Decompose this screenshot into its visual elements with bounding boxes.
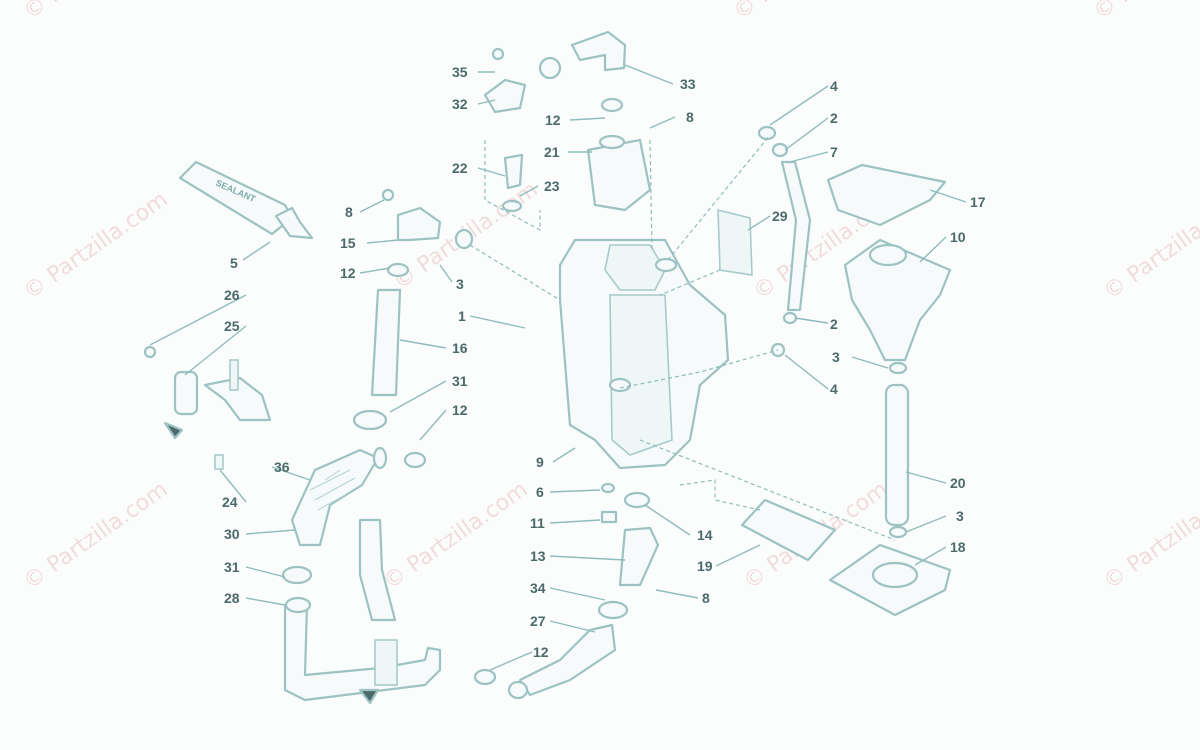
shaft-20 (884, 361, 910, 539)
callout-10: 10 (950, 229, 966, 245)
callout-4-top: 4 (830, 78, 838, 94)
hose-30 (290, 446, 427, 547)
callout-13: 13 (530, 548, 546, 564)
callout-3-bottom: 3 (956, 508, 964, 524)
callout-12-top: 12 (545, 112, 561, 128)
watermark-9: © Partzilla.com (19, 0, 172, 25)
bracket-assembly (143, 345, 272, 470)
watermark-1: © Partzilla.com (19, 187, 172, 305)
callout-27: 27 (530, 613, 546, 629)
callout-35: 35 (452, 64, 468, 80)
callout-2-bottom: 2 (830, 316, 838, 332)
callout-labels: 35 32 12 33 8 21 22 23 8 15 12 3 5 16 31… (222, 64, 986, 660)
gasket-29 (717, 208, 753, 276)
callout-31-bottom: 31 (224, 559, 240, 575)
right-tube (757, 125, 812, 358)
callout-3-left: 3 (456, 276, 464, 292)
unit-10 (843, 238, 952, 362)
watermark-5: © Partzilla.com (19, 477, 172, 595)
watermark-11: © Partzilla.com (1089, 0, 1200, 25)
callout-28: 28 (224, 590, 240, 606)
watermark-8: © Partzilla.com (1099, 477, 1200, 595)
callout-23: 23 (544, 178, 560, 194)
callout-25: 25 (224, 318, 240, 334)
callout-7: 7 (830, 144, 838, 160)
callout-4-bottom: 4 (830, 381, 838, 397)
callout-33: 33 (680, 76, 696, 92)
callout-8-bottom: 8 (702, 590, 710, 606)
callout-12-mid: 12 (452, 402, 468, 418)
watermark-10: © Partzilla.com (729, 0, 882, 25)
callout-1: 1 (458, 308, 466, 324)
hose-28 (281, 518, 442, 705)
callout-18: 18 (950, 539, 966, 555)
watermark-6: © Partzilla.com (379, 477, 532, 595)
callout-17: 17 (970, 194, 986, 210)
cover-17 (826, 163, 947, 227)
cap-23 (501, 153, 524, 213)
callout-29: 29 (772, 208, 788, 224)
callout-24: 24 (222, 494, 238, 510)
callout-8-left: 8 (345, 204, 353, 220)
callout-8-top: 8 (686, 109, 694, 125)
callout-34: 34 (530, 580, 546, 596)
callout-2-top: 2 (830, 110, 838, 126)
watermark-4: © Partzilla.com (1099, 187, 1200, 305)
callout-21: 21 (544, 144, 560, 160)
filter-21 (586, 97, 652, 212)
leader-lines (149, 64, 967, 671)
callout-5: 5 (230, 255, 238, 271)
callout-3-mid: 3 (832, 349, 840, 365)
callout-16: 16 (452, 340, 468, 356)
hose-16 (370, 188, 474, 397)
callout-15: 15 (340, 235, 356, 251)
callout-6: 6 (536, 484, 544, 500)
callout-9: 9 (536, 454, 544, 470)
callout-26: 26 (224, 287, 240, 303)
callout-12-left: 12 (340, 265, 356, 281)
lower-fittings (473, 482, 660, 700)
clamp-31-top (352, 409, 388, 431)
callout-11: 11 (530, 515, 545, 531)
callout-20: 20 (950, 475, 966, 491)
plate-19 (740, 498, 837, 562)
top-fittings (483, 30, 627, 114)
sealant-tube: SEALANT (178, 160, 314, 240)
callout-12-bottom: 12 (533, 644, 549, 660)
callout-14: 14 (697, 527, 713, 543)
callout-19: 19 (697, 558, 713, 574)
callout-32: 32 (452, 96, 468, 112)
main-housing (558, 238, 730, 470)
callout-36: 36 (274, 459, 290, 475)
callout-31-top: 31 (452, 373, 468, 389)
callout-30: 30 (224, 526, 240, 542)
callout-22: 22 (452, 160, 468, 176)
